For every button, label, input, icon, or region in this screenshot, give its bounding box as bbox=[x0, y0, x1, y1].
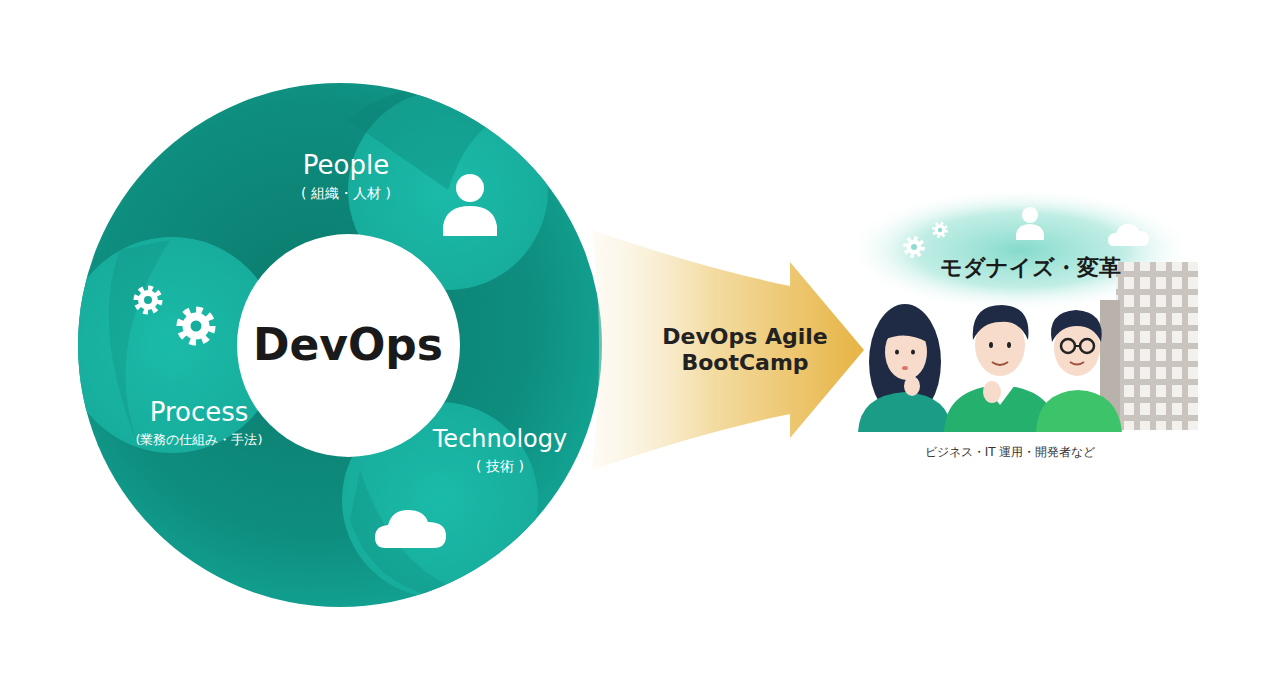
people-lobe-label: People ( 組織・人材 ) bbox=[295, 144, 397, 208]
gear-icon bbox=[934, 224, 946, 236]
node-title: Process bbox=[150, 397, 249, 428]
office-building bbox=[1100, 262, 1198, 430]
person-icon bbox=[443, 174, 497, 236]
gear-icon bbox=[906, 239, 923, 256]
node-title: Technology bbox=[433, 425, 567, 454]
node-subtitle: ( 技術 ) bbox=[476, 458, 524, 475]
process-lobe-label: Process (業務の仕組み・手法) bbox=[129, 391, 269, 454]
node-title: DevOps bbox=[253, 319, 443, 372]
node-title: モダナイズ・変革 bbox=[940, 255, 1121, 281]
person-icon bbox=[1016, 207, 1044, 240]
woman-figure bbox=[858, 304, 952, 432]
node-subtitle: ( 組織・人材 ) bbox=[301, 185, 391, 202]
man-with-glasses-figure bbox=[1036, 310, 1122, 432]
node-title: People bbox=[303, 150, 389, 181]
core-circle: DevOps bbox=[237, 234, 460, 457]
cloud-icon bbox=[375, 510, 446, 548]
gear-icon bbox=[137, 289, 211, 341]
cloud-icon bbox=[1108, 224, 1149, 246]
bootcamp-arrow: DevOps Agile BootCamp bbox=[592, 230, 864, 470]
vision-bubble: モダナイズ・変革 bbox=[932, 247, 1129, 290]
node-title: DevOps Agile BootCamp bbox=[658, 324, 833, 377]
audience-caption: ビジネス・IT 運用・開発者など bbox=[925, 444, 1096, 461]
technology-lobe-label: Technology ( 技術 ) bbox=[427, 419, 574, 481]
node-subtitle: (業務の仕組み・手法) bbox=[135, 432, 262, 448]
